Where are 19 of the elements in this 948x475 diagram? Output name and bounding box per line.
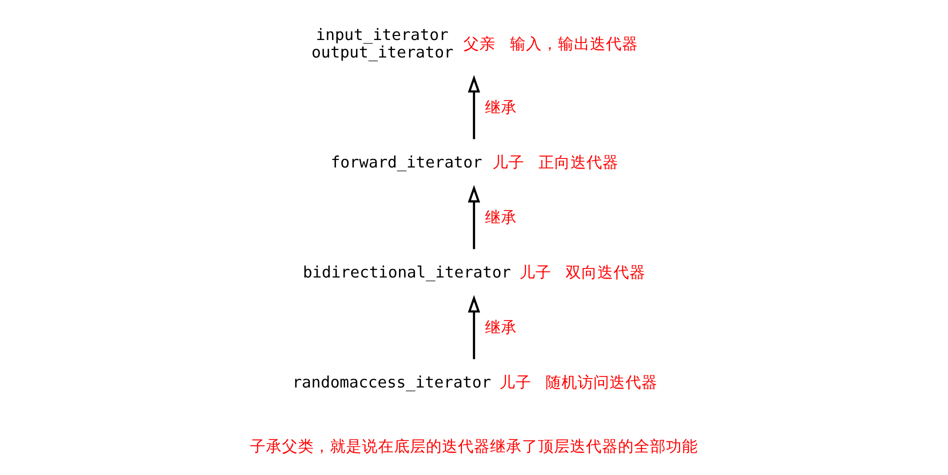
arrow xyxy=(468,184,480,250)
node-text: randomaccess_iterator xyxy=(292,372,492,392)
node-label: 儿子 xyxy=(519,262,552,282)
edge-label: 继承 xyxy=(484,98,517,117)
node-label: 儿子 xyxy=(492,152,524,172)
edge-label: 继承 xyxy=(484,208,517,227)
node-label: 正向迭代器 xyxy=(538,152,619,172)
node-label: 随机访问迭代器 xyxy=(546,372,658,392)
node-text: bidirectional_iterator xyxy=(302,262,512,282)
node-label: 双向迭代器 xyxy=(566,262,646,282)
node-label: 父亲 xyxy=(464,34,496,53)
label: 子承父类，就是说在底层的迭代器继承了顶层迭代器的全部功能 xyxy=(250,436,698,456)
node-label: 儿子 xyxy=(499,372,532,392)
arrow xyxy=(468,75,480,140)
node-text: input_iterator output_iterator xyxy=(312,25,454,62)
node-label: 输入，输出迭代器 xyxy=(510,34,638,53)
edge-label: 继承 xyxy=(484,318,517,337)
arrow xyxy=(468,295,480,360)
node-text: forward_iterator xyxy=(330,152,482,172)
